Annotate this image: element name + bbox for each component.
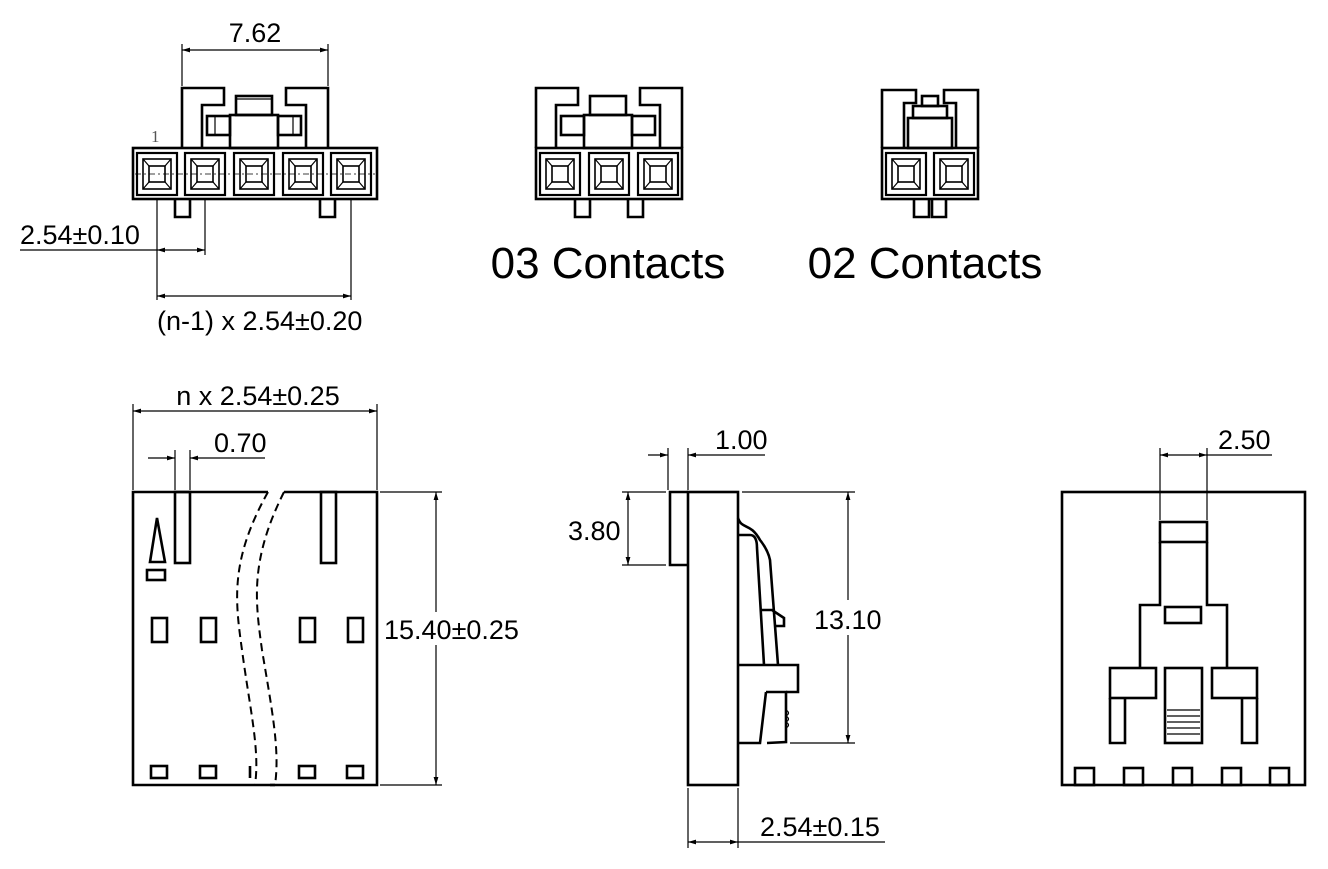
caption-03-contacts: 03 Contacts: [491, 239, 726, 288]
dim-pitch: 2.54±0.10: [20, 220, 140, 250]
dim-latch-height: 13.10: [814, 605, 882, 635]
two-contact-view: 02 Contacts: [808, 88, 1043, 288]
dim-flap-height: 3.80: [568, 516, 621, 546]
dim-height: 15.40±0.25: [384, 615, 519, 645]
rear-view: 2.50: [1060, 425, 1307, 787]
side-view: 1.00 3.80 13.10 2.54±0.15: [568, 425, 885, 848]
pin-one-label: 1: [151, 127, 160, 146]
dim-flap-thickness: 1.00: [715, 425, 768, 455]
dim-slot: 0.70: [214, 428, 267, 458]
dim-rear-latch-width: 2.50: [1218, 425, 1271, 455]
caption-02-contacts: 02 Contacts: [808, 239, 1043, 288]
dim-latch-width: 7.62: [229, 18, 282, 48]
front-view: 1 7.62 2.54±0.10 (n-1) x 2.54±0.20: [20, 18, 379, 336]
three-contact-view: 03 Contacts: [491, 86, 726, 288]
dim-width: n x 2.54±0.25: [176, 381, 339, 411]
bottom-view: n x 2.54±0.25 0.70 15.40±0.25: [131, 381, 519, 787]
dim-body-thickness: 2.54±0.15: [760, 812, 880, 842]
dim-span: (n-1) x 2.54±0.20: [157, 306, 362, 336]
